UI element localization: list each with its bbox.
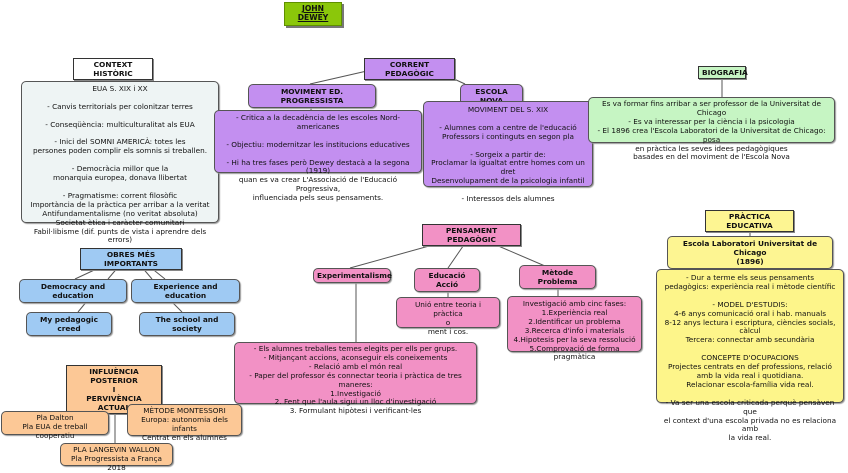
metode-problema-body[interactable]: Investigació amb cinc fases: 1.Experiènc… — [507, 296, 642, 361]
biografia-body[interactable]: Es va formar fins arribar a ser professo… — [588, 97, 835, 161]
root-title[interactable]: JOHN DEWEY — [284, 2, 342, 26]
progressista-body[interactable]: - Critica a la decadència de les escoles… — [214, 110, 422, 202]
context-title[interactable]: CONTEXT HISTÒRIC — [73, 58, 153, 80]
influencia-langevin[interactable]: PLA LANGEVIN WALLON Pla Progressista a F… — [60, 443, 173, 472]
progressista-title[interactable]: MOVIMENT ED. PROGRESSISTA — [248, 84, 376, 108]
educacio-accio-title[interactable]: Educació Acció — [414, 268, 480, 292]
experimentalisme-body[interactable]: - Els alumnes treballes temes elegits pe… — [234, 342, 477, 415]
practica-school[interactable]: Escola Laboratori Universitat de Chicago… — [667, 236, 833, 269]
influencia-montessori[interactable]: MÈTODE MONTESSORI Europa: autonomia dels… — [127, 404, 242, 442]
obra-experience[interactable]: Experience and education — [131, 279, 240, 303]
corrent-title[interactable]: CORRENT PEDAGÒGIC — [364, 58, 455, 80]
biografia-title[interactable]: BIOGRAFIA — [698, 66, 748, 79]
obra-pedagogic-creed[interactable]: My pedagogic creed — [26, 312, 112, 336]
pensament-title[interactable]: PENSAMENT PEDAGÒGIC — [422, 224, 521, 246]
context-body[interactable]: EUA S. XIX i XX - Canvis territorials pe… — [21, 81, 219, 244]
educacio-accio-body[interactable]: Unió entre teoria i pràctica o ment i co… — [396, 297, 500, 336]
obra-school-society[interactable]: The school and society — [139, 312, 235, 336]
influencia-dalton[interactable]: Pla Dalton Pla EUA de treball cooperatiu — [1, 411, 109, 440]
metode-problema-title[interactable]: Mètode Problema — [519, 265, 596, 289]
experimentalisme-title[interactable]: Experimentalisme — [313, 268, 392, 283]
practica-title[interactable]: PRÀCTICA EDUCATIVA — [705, 210, 794, 232]
practica-body[interactable]: - Dur a terme els seus pensaments pedagò… — [656, 269, 844, 442]
obra-democracy[interactable]: Democracy and education — [19, 279, 127, 303]
escola-nova-body[interactable]: MOVIMENT DEL S. XIX - Alumnes com a cent… — [423, 101, 593, 203]
obres-title[interactable]: OBRES MÉS IMPORTANTS — [80, 248, 182, 270]
